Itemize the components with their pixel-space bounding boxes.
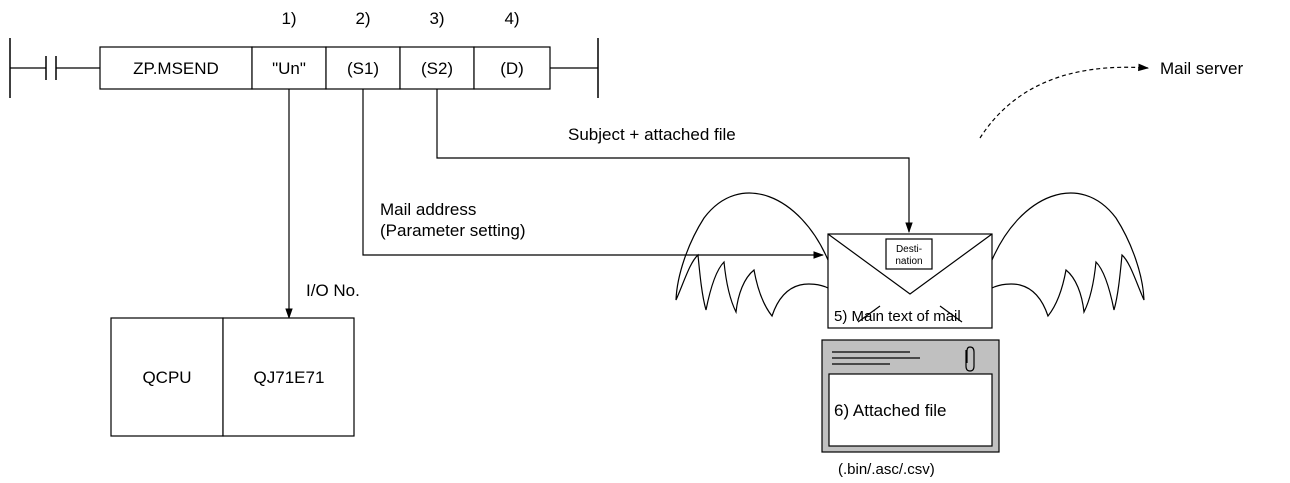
operand-number-4: 4): [504, 9, 519, 28]
flying-envelope: Desti- nation 5) Main text of mail: [675, 192, 1145, 329]
wing-icon: [675, 192, 829, 318]
qcpu-label: QCPU: [142, 368, 191, 387]
attachment-body: [828, 373, 993, 447]
io-no-label: I/O No.: [306, 281, 360, 300]
mail-address-label: Mail address: [380, 200, 476, 219]
attached-file-label: 6) Attached file: [834, 401, 946, 420]
mail-server-label: Mail server: [1160, 59, 1243, 78]
envelope-icon: Desti- nation 5) Main text of mail: [827, 233, 993, 329]
destination-line-1: Desti-: [896, 244, 922, 255]
plc-modules: QCPU QJ71E71: [110, 317, 355, 437]
attached-file: 6) Attached file (.bin/.asc/.csv): [821, 339, 1000, 478]
destination-tag: [885, 238, 933, 270]
instruction-block: ZP.MSEND "Un" (S1) (S2) (D) 1) 2) 3) 4): [99, 9, 551, 90]
main-text-label: 5) Main text of mail: [834, 308, 961, 325]
qj71e71-label: QJ71E71: [254, 368, 325, 387]
arrow-to-mail-server: [979, 63, 1150, 139]
qcpu-module: [110, 317, 224, 437]
arrow-s1-to-envelope: [362, 89, 825, 259]
operand-box-s2: [399, 46, 475, 90]
qj71e71-module: [222, 317, 355, 437]
subject-attached-label: Subject + attached file: [568, 125, 736, 144]
contact-icon: [45, 56, 57, 80]
instruction-name: ZP.MSEND: [133, 59, 219, 78]
ladder-rung: [9, 38, 599, 98]
operand-box-s1: [325, 46, 401, 90]
wing-icon: [991, 192, 1145, 318]
operand-box-d: [473, 46, 551, 90]
connector-lines: [285, 63, 1150, 320]
operand-d: (D): [500, 59, 524, 78]
file-types-label: (.bin/.asc/.csv): [838, 461, 935, 478]
operand-number-1: 1): [281, 9, 296, 28]
paperclip-icon: [965, 346, 975, 372]
operand-number-2: 2): [355, 9, 370, 28]
destination-line-2: nation: [895, 256, 922, 267]
parameter-setting-label: (Parameter setting): [380, 221, 526, 240]
operand-s1: (S1): [347, 59, 379, 78]
arrow-s2-to-envelope: [436, 89, 913, 234]
operand-box-un: [251, 46, 327, 90]
operand-number-3: 3): [429, 9, 444, 28]
instruction-name-box: [99, 46, 253, 90]
operand-un: "Un": [272, 59, 306, 78]
operand-s2: (S2): [421, 59, 453, 78]
